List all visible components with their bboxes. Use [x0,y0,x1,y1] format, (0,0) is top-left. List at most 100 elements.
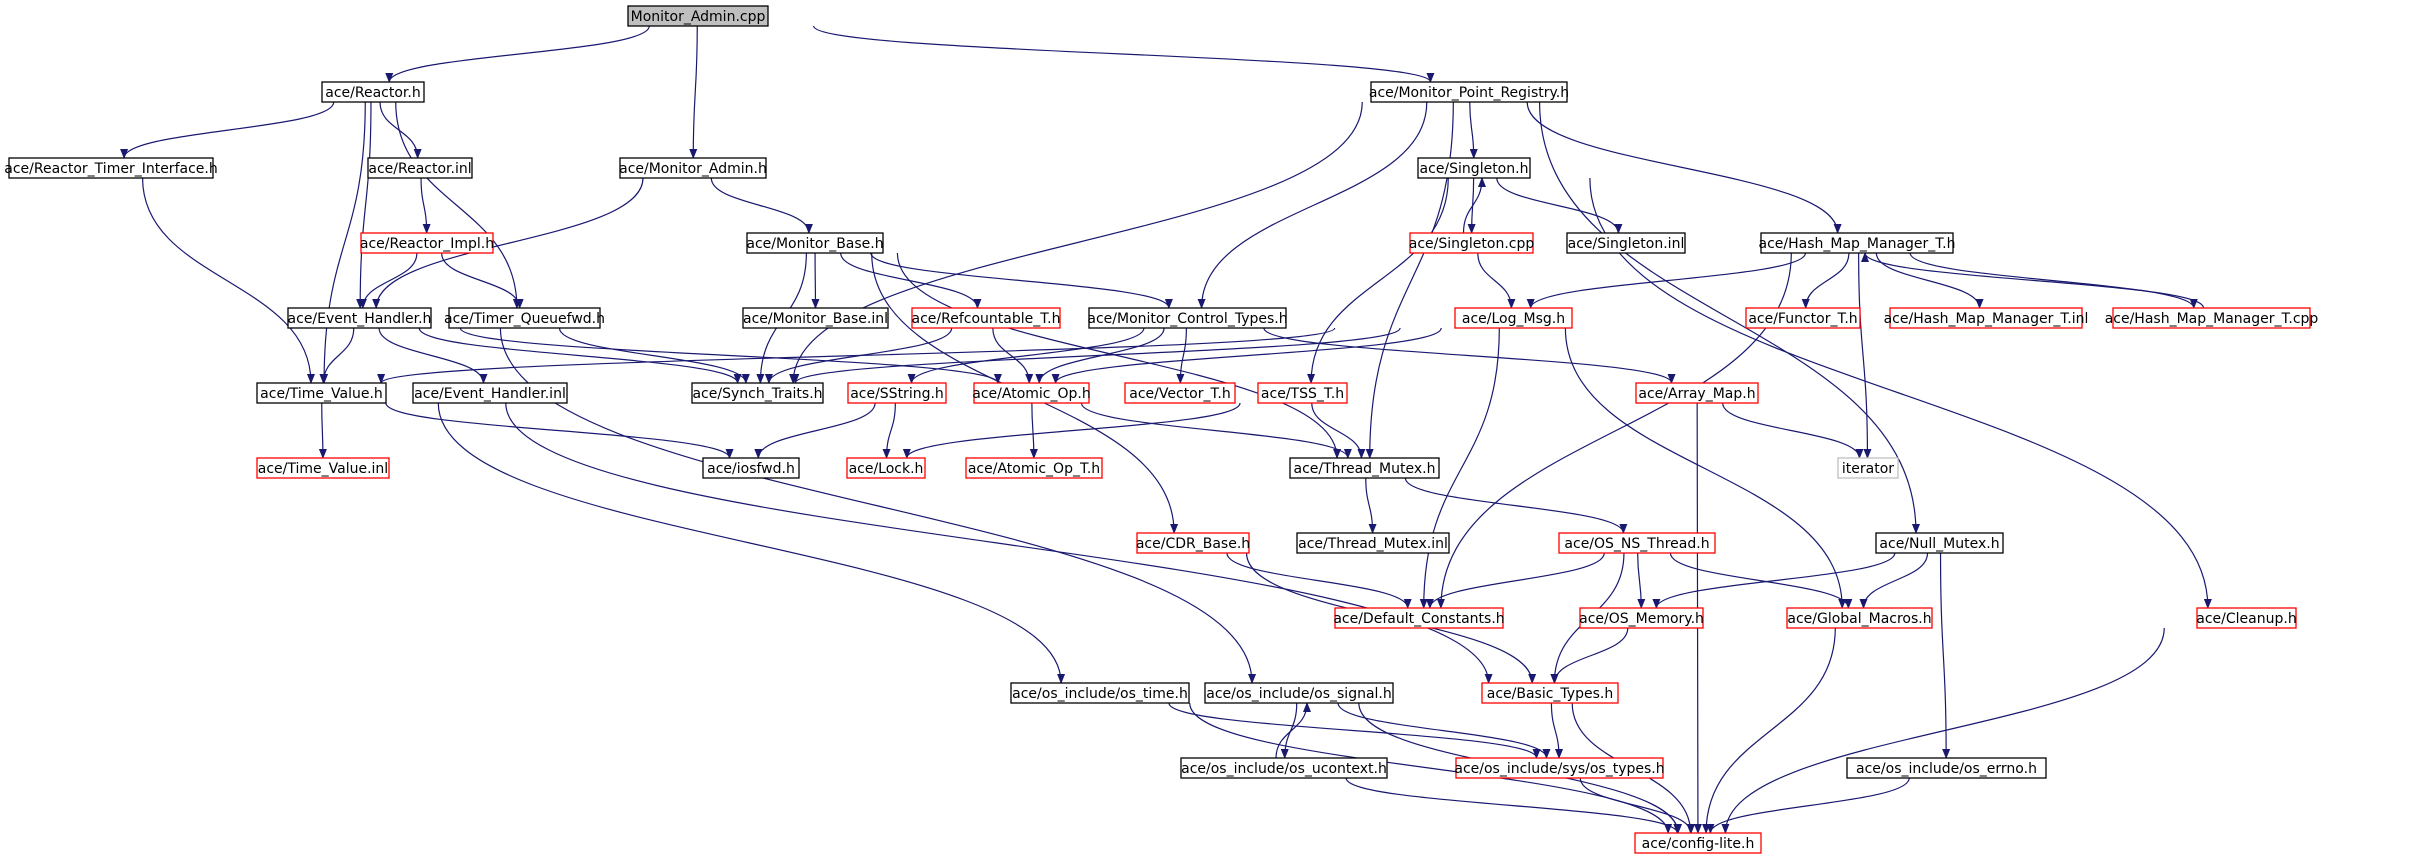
node-functor[interactable]: ace/Functor_T.h [1745,307,1861,329]
include-edge-singleton-to-singleton_inl [1496,177,1623,234]
node-box [256,382,387,404]
node-box [1454,307,1573,329]
node-box [1289,457,1440,479]
node-box [746,232,884,254]
node-box [1566,232,1686,254]
node-madmin[interactable]: ace/Monitor_Admin.h [619,157,767,179]
node-config[interactable]: ace/config-lite.h [1634,832,1762,854]
node-ostime[interactable]: ace/os_include/os_time.h [1010,682,1190,704]
include-edge-reactor-to-rti [120,101,335,159]
node-synch[interactable]: ace/Synch_Traits.h [691,382,824,404]
node-rimpl[interactable]: ace/Reactor_Impl.h [360,232,494,254]
node-box [1257,382,1348,404]
include-edge-mpr-to-synch [789,101,1363,384]
node-nullmutex[interactable]: ace/Null_Mutex.h [1875,532,2004,554]
node-singleton-inl[interactable]: ace/Singleton.inl [1566,232,1686,254]
node-cleanup[interactable]: ace/Cleanup.h [2196,607,2297,629]
node-btypes[interactable]: ace/Basic_Types.h [1481,682,1619,704]
edge-arrow [459,327,1002,384]
edge-arrow [1176,327,1187,384]
node-label: ace/os_include/os_ucontext.h [1181,761,1387,777]
node-systypes[interactable]: ace/os_include/sys/os_types.h [1454,757,1665,779]
node-mpr[interactable]: ace/Monitor_Point_Registry.h [1369,81,1569,103]
edge-arrow [420,177,431,234]
node-reactor-inl[interactable]: ace/Reactor.inl [367,157,473,179]
include-edge-nullmutex-to-oserrno [1939,552,1951,759]
edge-arrow [1496,177,1623,234]
node-reactor[interactable]: ace/Reactor.h [321,81,425,103]
node-label: ace/Atomic_Op_T.h [968,461,1100,477]
node-label: ace/os_include/os_errno.h [1856,761,2037,777]
edge-arrow [1051,327,1442,384]
edge-arrow [120,101,335,159]
node-defconst[interactable]: ace/Default_Constants.h [1333,607,1505,629]
include-edge-mbase-to-mct [870,252,1173,309]
node-hmm-inl[interactable]: ace/Hash_Map_Manager_T.inl [1884,307,2089,329]
node-root[interactable]: Monitor_Admin.cpp [627,5,769,27]
node-logmsg[interactable]: ace/Log_Msg.h [1454,307,1573,329]
node-refc[interactable]: ace/Refcountable_T.h [911,307,1061,329]
node-ossignal[interactable]: ace/os_include/os_signal.h [1204,682,1394,704]
edge-arrow [1263,327,1676,384]
node-arraymap[interactable]: ace/Array_Map.h [1635,382,1759,404]
node-mct[interactable]: ace/Monitor_Control_Types.h [1087,307,1288,329]
node-iosfwd[interactable]: ace/iosfwd.h [702,457,800,479]
edge-arrow [1652,552,1896,609]
node-label: ace/TSS_T.h [1261,386,1344,402]
include-edge-refc-to-atomic [992,327,1034,384]
node-label: ace/Monitor_Admin.h [619,161,767,177]
node-osmem[interactable]: ace/OS_Memory.h [1579,607,1704,629]
node-box [973,382,1090,404]
node-vector[interactable]: ace/Vector_T.h [1124,382,1236,404]
node-cdr[interactable]: ace/CDR_Base.h [1136,532,1250,554]
node-tqfwd[interactable]: ace/Timer_Queuefwd.h [444,307,605,329]
node-eh-inl[interactable]: ace/Event_Handler.inl [412,382,568,404]
node-box [1558,532,1716,554]
include-edge-sstring-to-lock [882,402,896,459]
node-osns[interactable]: ace/OS_NS_Thread.h [1558,532,1716,554]
edge-arrow [1029,402,1038,459]
node-tv-inl[interactable]: ace/Time_Value.inl [256,457,390,479]
node-box [691,382,824,404]
include-edge-nullmutex-to-gmacros [1859,552,1929,609]
node-eh[interactable]: ace/Event_Handler.h [287,307,432,329]
node-gmacros[interactable]: ace/Global_Macros.h [1786,607,1933,629]
node-label: ace/Log_Msg.h [1462,311,1565,327]
include-edge-hmm-to-functor [1801,252,1850,309]
include-edge-mct-to-arraymap [1263,327,1676,384]
node-hmm-cpp[interactable]: ace/Hash_Map_Manager_T.cpp [2105,307,2319,329]
node-mbase[interactable]: ace/Monitor_Base.h [746,232,884,254]
edge-arrow [1702,627,1836,834]
edge-arrow [1080,402,1352,459]
node-lock[interactable]: ace/Lock.h [846,457,926,479]
node-tmutex[interactable]: ace/Thread_Mutex.h [1289,457,1440,479]
node-oserrno[interactable]: ace/os_include/os_errno.h [1846,757,2047,779]
node-singleton-cpp[interactable]: ace/Singleton.cpp [1409,232,1535,254]
edge-arrow [1706,777,1910,834]
edge-arrow [358,252,418,309]
include-edge-singleton_cpp-to-logmsg [1477,252,1516,309]
node-atomic-t[interactable]: ace/Atomic_Op_T.h [965,457,1103,479]
node-tss[interactable]: ace/TSS_T.h [1257,382,1348,404]
node-osucontext[interactable]: ace/os_include/os_ucontext.h [1180,757,1388,779]
node-hmm[interactable]: ace/Hash_Map_Manager_T.h [1758,232,1956,254]
edge-arrow [1564,327,1847,609]
node-rti[interactable]: ace/Reactor_Timer_Interface.h [4,157,218,179]
include-edge-logmsg-to-synch [791,327,1401,384]
node-sstring[interactable]: ace/SString.h [847,382,947,404]
node-mbase-inl[interactable]: ace/Monitor_Base.inl [742,307,889,329]
node-box [2112,307,2311,329]
edge-arrow [1550,702,1564,759]
node-box [742,307,889,329]
node-tv[interactable]: ace/Time_Value.h [256,382,387,404]
edge-arrow [395,101,521,309]
node-singleton[interactable]: ace/Singleton.h [1417,157,1531,179]
node-label: ace/Reactor.inl [368,161,471,177]
edge-arrow [1526,252,1807,309]
edge-arrow [1168,702,1541,759]
node-tmutex-inl[interactable]: ace/Thread_Mutex.inl [1296,532,1450,554]
node-atomic[interactable]: ace/Atomic_Op.h [972,382,1091,404]
node-label: ace/OS_NS_Thread.h [1564,536,1709,552]
edge-arrow [377,327,1336,384]
include-edge-tmutex-to-tmutex_inl [1365,477,1377,534]
